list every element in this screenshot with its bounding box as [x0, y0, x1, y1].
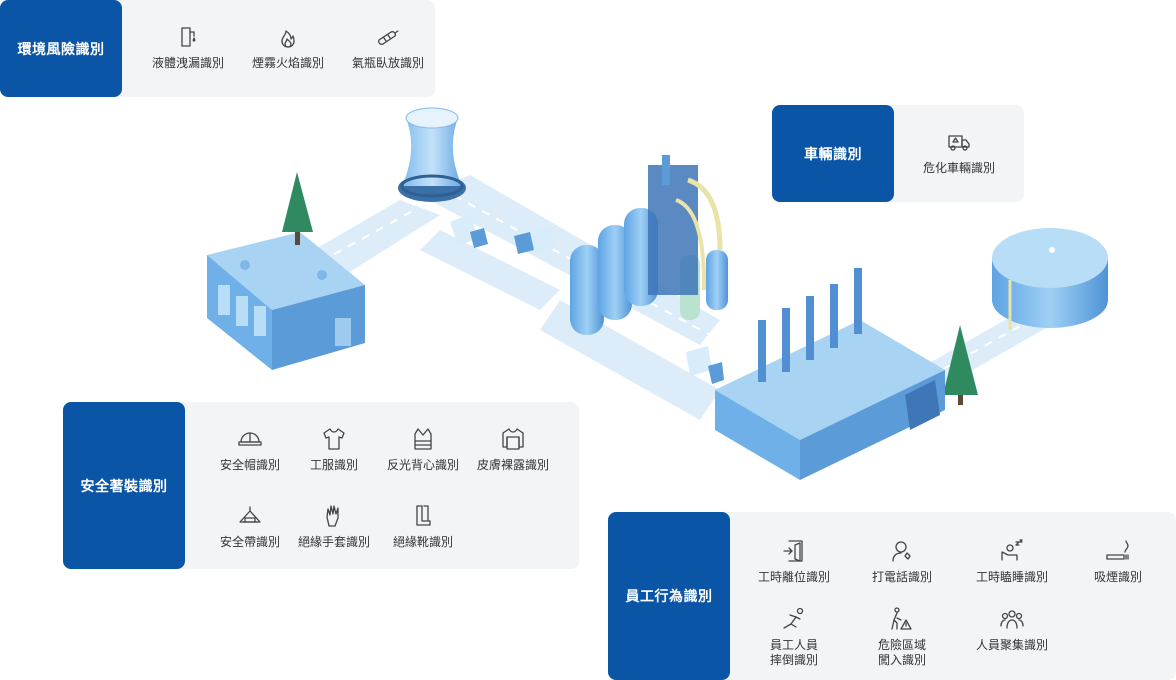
glove-icon	[326, 505, 339, 527]
fall-item[interactable]: 員工人員 摔倒識別	[746, 606, 842, 668]
leave-post-item[interactable]: 工時離位識別	[746, 538, 842, 585]
gas-cylinder-icon	[378, 30, 399, 45]
safety-belt-icon	[239, 506, 261, 523]
helmet-label: 安全帽識別	[219, 458, 280, 472]
helmet-item[interactable]: 安全帽識別	[202, 426, 298, 473]
fall-label: 員工人員 摔倒識別	[769, 638, 818, 667]
hazmat-truck-label: 危化車輛識別	[922, 161, 995, 175]
phone-call-item[interactable]: 打電話識別	[854, 538, 950, 585]
truck-1	[450, 214, 488, 248]
env-risk-title: 環境風險識別	[0, 0, 122, 97]
left-warehouse	[207, 232, 365, 370]
glove-item[interactable]: 絕緣手套識別	[286, 503, 382, 550]
reflective-vest-item[interactable]: 反光背心識別	[375, 426, 471, 473]
truck-2	[514, 226, 556, 254]
liquid-leak-item[interactable]: 液體洩漏識別	[140, 24, 236, 71]
skin-exposure-item[interactable]: 皮膚裸露識別	[465, 426, 561, 473]
safety-belt-item[interactable]: 安全帶識別	[202, 503, 298, 550]
crowd-icon	[1000, 610, 1024, 629]
water-tank	[992, 228, 1108, 330]
work-clothes-item[interactable]: 工服識別	[286, 426, 382, 473]
skin-exposure-label: 皮膚裸露識別	[476, 458, 549, 472]
vehicle-title: 車輛識別	[772, 105, 894, 202]
smoking-item[interactable]: 吸煙識別	[1070, 538, 1166, 585]
skin-exposure-icon	[502, 428, 524, 450]
smoke-fire-item[interactable]: 煙霧火焰識別	[240, 24, 336, 71]
smoke-fire-label: 煙霧火焰識別	[251, 56, 324, 70]
leave-post-label: 工時離位識別	[757, 570, 830, 584]
chemical-tanks	[570, 155, 728, 335]
cooling-tower	[398, 107, 466, 202]
fall-icon	[783, 607, 804, 629]
safety-attire-panel: 安全著裝識別 安全帽識別 工服識別 反光背心識別 皮膚裸露識別 安全帶識別 絕緣…	[63, 402, 579, 569]
work-clothes-icon	[323, 428, 345, 450]
reflective-vest-icon	[414, 428, 432, 450]
leave-post-icon	[783, 540, 803, 562]
boot-icon	[416, 505, 431, 526]
liquid-leak-icon	[181, 27, 196, 47]
helmet-icon	[238, 432, 262, 446]
tree-left	[282, 172, 313, 245]
boot-label: 絕緣靴識別	[392, 535, 453, 549]
danger-zone-label: 危險區域 闖入識別	[877, 638, 926, 667]
staff-behavior-title: 員工行為識別	[608, 512, 730, 680]
staff-behavior-panel: 員工行為識別 工時離位識別 打電話識別 工時瞌睡識別 吸煙識別 員工人員 摔倒識…	[608, 512, 1176, 680]
work-clothes-label: 工服識別	[309, 458, 358, 472]
truck-3	[686, 346, 724, 384]
cylinder-label: 氣瓶臥放識別	[351, 56, 424, 70]
danger-zone-item[interactable]: 危險區域 闖入識別	[854, 606, 950, 668]
safety-attire-title: 安全著裝識別	[63, 402, 185, 569]
danger-zone-icon	[891, 607, 912, 630]
crowd-item[interactable]: 人員聚集識別	[964, 606, 1060, 653]
smoking-icon	[1106, 540, 1129, 560]
crowd-label: 人員聚集識別	[975, 638, 1048, 652]
main-factory	[715, 268, 945, 480]
reflective-vest-label: 反光背心識別	[386, 458, 459, 472]
vehicle-panel: 車輛識別 危化車輛識別	[772, 105, 1024, 202]
phone-call-label: 打電話識別	[871, 570, 932, 584]
tree-right	[943, 325, 978, 405]
hazmat-truck-icon	[948, 135, 970, 151]
flame-icon	[281, 30, 295, 48]
cylinder-item[interactable]: 氣瓶臥放識別	[340, 24, 436, 71]
liquid-leak-label: 液體洩漏識別	[151, 56, 224, 70]
sleep-item[interactable]: 工時瞌睡識別	[964, 538, 1060, 585]
safety-belt-label: 安全帶識別	[219, 535, 280, 549]
sleep-label: 工時瞌睡識別	[975, 570, 1048, 584]
boot-item[interactable]: 絕緣靴識別	[375, 503, 471, 550]
smoking-label: 吸煙識別	[1093, 570, 1142, 584]
glove-label: 絕緣手套識別	[297, 535, 370, 549]
phone-call-icon	[892, 541, 911, 562]
sleep-icon	[1001, 539, 1023, 561]
env-risk-panel: 環境風險識別 液體洩漏識別 煙霧火焰識別 氣瓶臥放識別	[0, 0, 435, 97]
hazmat-truck-item[interactable]: 危化車輛識別	[911, 129, 1007, 176]
